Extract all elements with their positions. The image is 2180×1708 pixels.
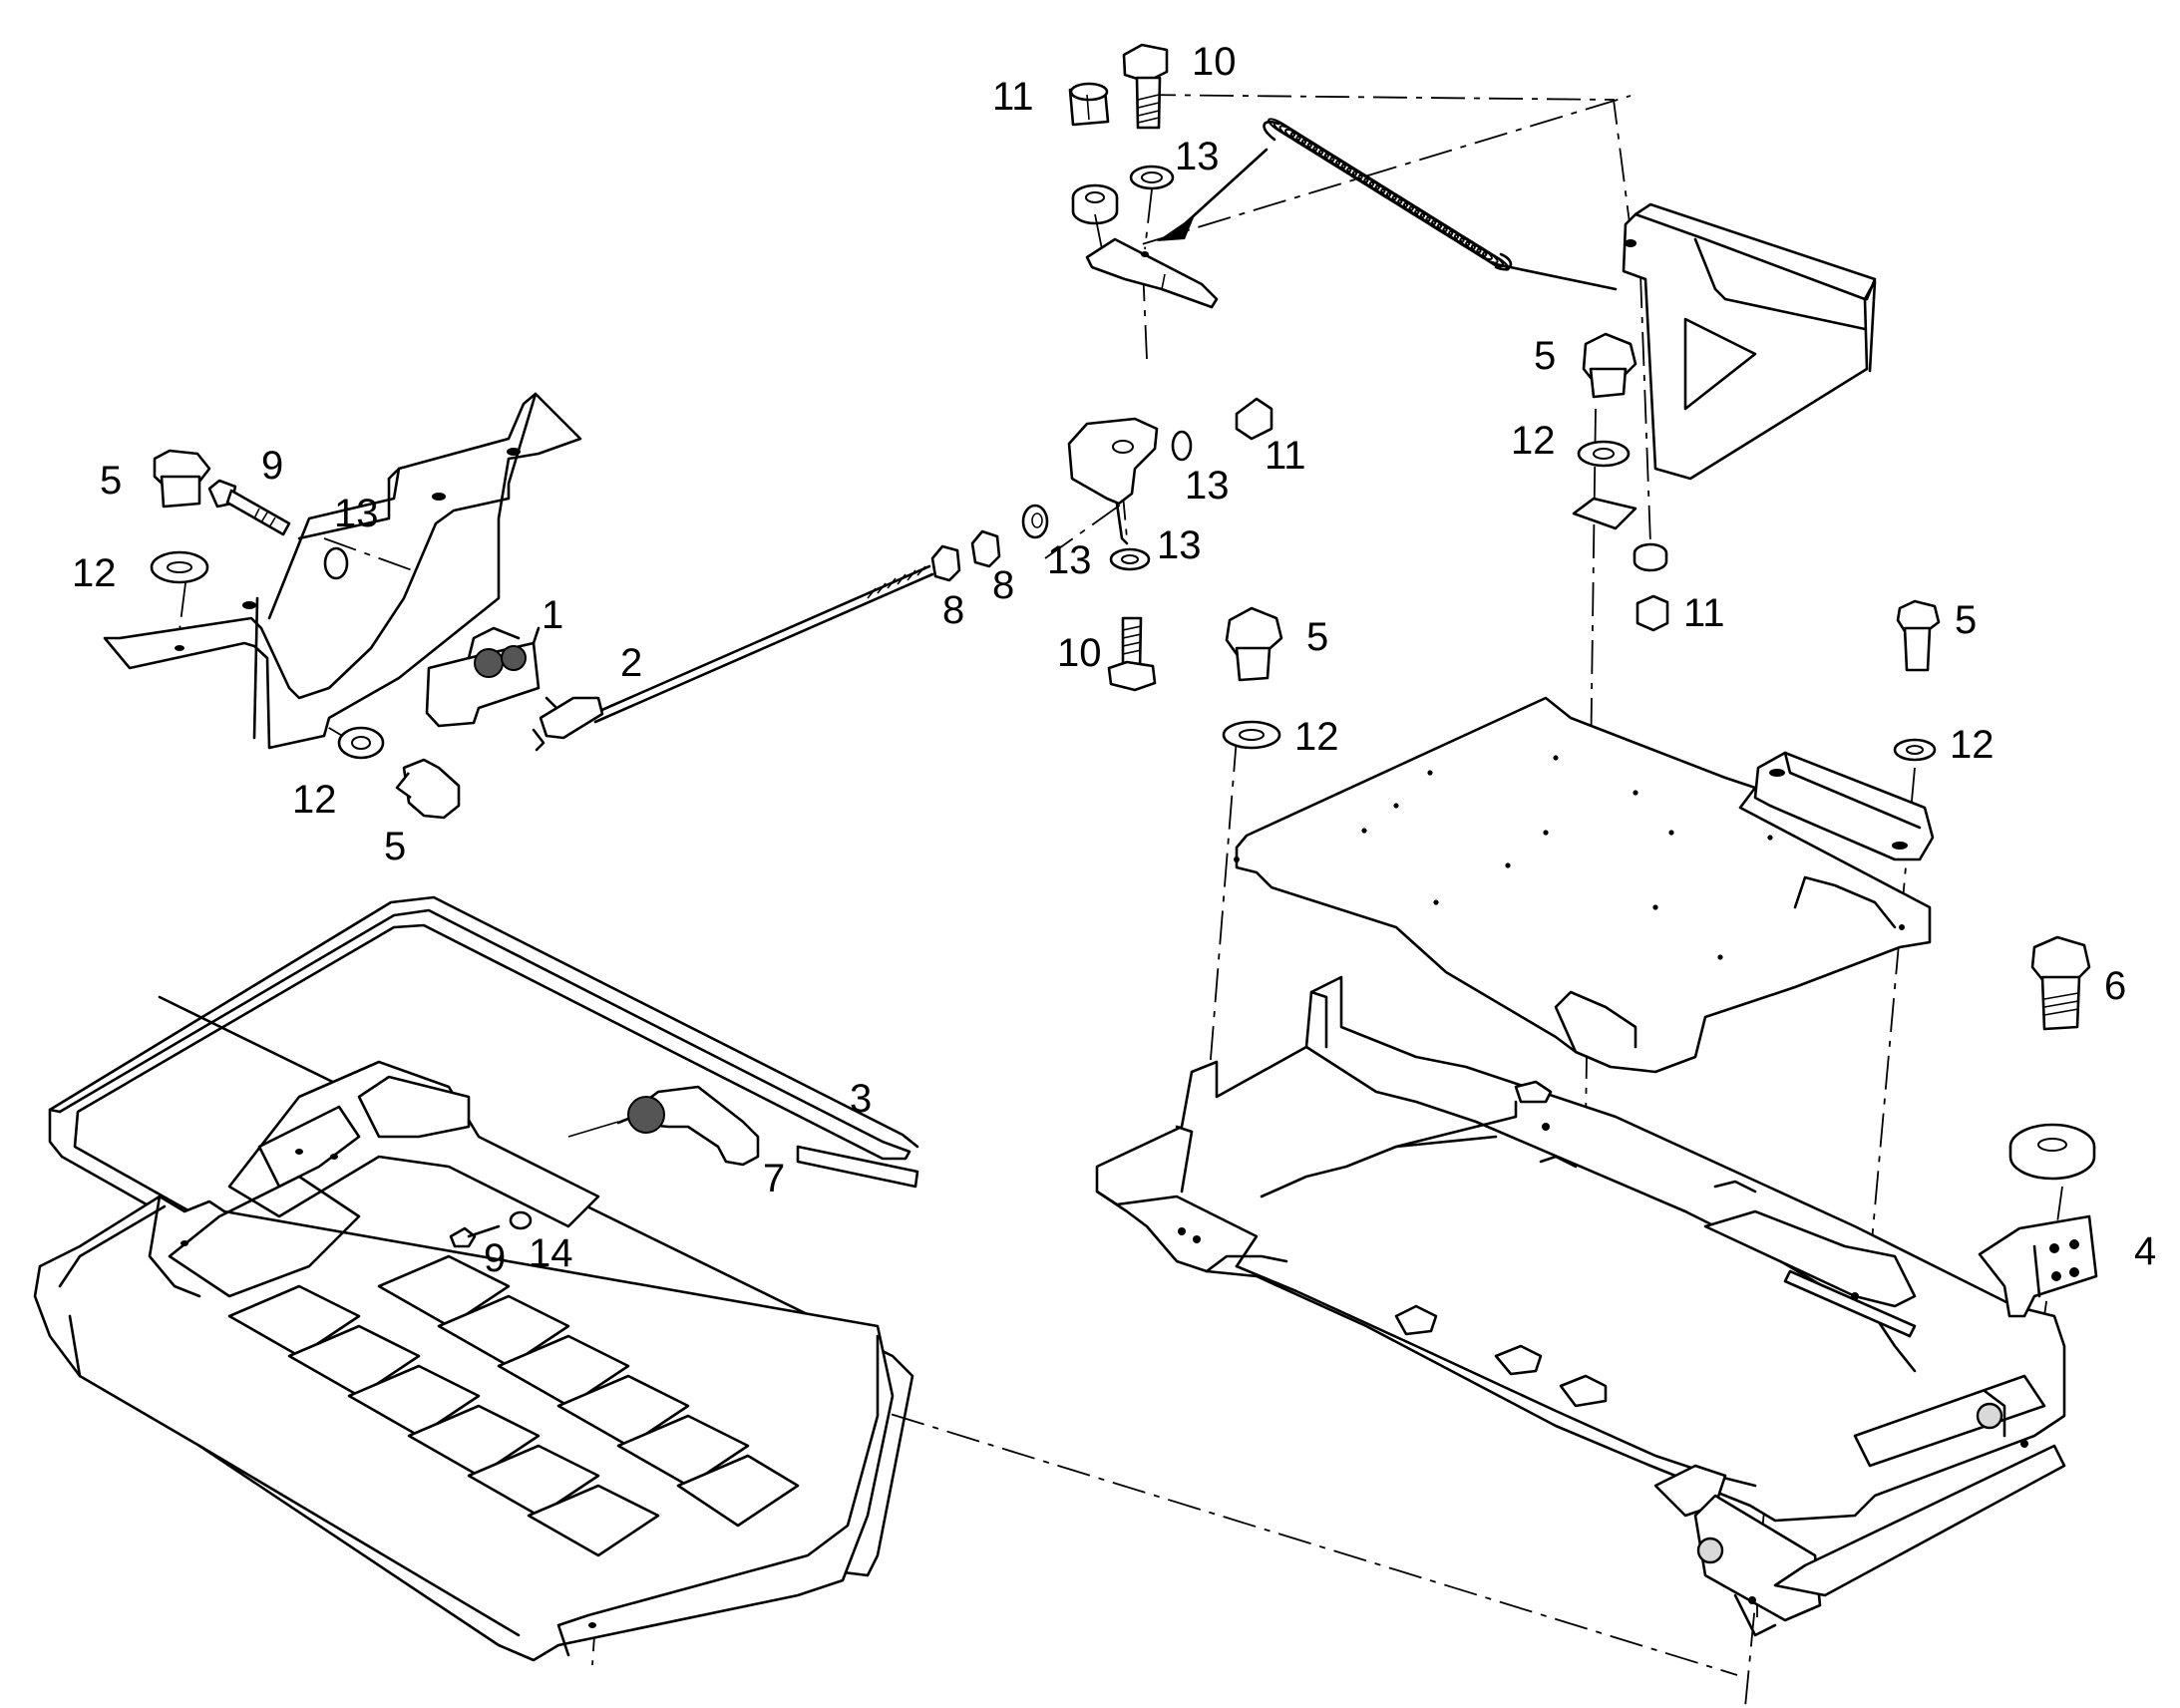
washer-13-top (1129, 165, 1175, 190)
label-5c: 5 (1534, 334, 1556, 378)
nut-11-top (1068, 82, 1110, 127)
label-5b: 5 (384, 825, 406, 868)
washer-14 (509, 1210, 533, 1230)
release-handle (567, 1085, 760, 1167)
seat-frame (1095, 975, 2066, 1637)
label-12d: 12 (1294, 715, 1339, 759)
threaded-rod (545, 564, 934, 724)
label-5e: 5 (1955, 598, 1977, 642)
label-8a: 8 (942, 588, 964, 632)
label-8b: 8 (992, 563, 1014, 607)
label-11b: 11 (1265, 434, 1306, 478)
label-12e: 12 (1950, 723, 1995, 767)
seal-strip (796, 1145, 919, 1189)
washer-13-left (323, 546, 349, 580)
bolt-5-left-top (153, 449, 211, 509)
label-11a: 11 (992, 75, 1034, 119)
label-6: 6 (2104, 964, 2126, 1008)
label-14: 14 (529, 1231, 573, 1275)
washer-11-right (1633, 542, 1668, 572)
washer-12-left-bottom (337, 726, 385, 760)
label-9a: 9 (261, 444, 283, 488)
handle-clip (532, 696, 604, 752)
label-2: 2 (620, 641, 642, 685)
bolt-9-left (207, 479, 291, 536)
hinge-bracket (1978, 1214, 2098, 1318)
label-13c: 13 (1185, 464, 1230, 508)
bolt-10-lower (1107, 616, 1157, 692)
washer-13-lower (1109, 547, 1151, 571)
seat-base-plate (1234, 696, 1932, 1074)
rail-bracket (1753, 751, 1935, 861)
bolt-10-top (1122, 43, 1169, 130)
washer-top-left (1071, 183, 1119, 225)
label-10b: 10 (1057, 631, 1102, 675)
label-1: 1 (542, 593, 563, 637)
plate-holes (1234, 755, 1905, 960)
label-12c: 12 (1511, 419, 1556, 463)
clevis-block (1067, 417, 1159, 545)
label-5a: 5 (100, 459, 122, 503)
bolt-5-right (1896, 599, 1941, 672)
bolt-5-right-top (1582, 332, 1637, 399)
washer-12-left-top (150, 550, 209, 584)
bolt-6 (2030, 935, 2091, 1031)
label-12b: 12 (292, 778, 337, 822)
label-13a: 13 (1175, 135, 1220, 178)
upper-right-bracket (1622, 202, 1877, 481)
pivot-arm (1085, 237, 1219, 309)
label-12a: 12 (72, 551, 117, 595)
bolt-5-left-bottom (395, 758, 461, 820)
left-mounting-bracket (103, 392, 582, 750)
washer-12-right-top (1577, 440, 1631, 468)
bolt-5-mid (1225, 606, 1283, 682)
seat-tray (33, 1060, 895, 1662)
nut-8a (930, 544, 961, 582)
nut-11-right (1235, 397, 1273, 441)
nut-11-right-lower (1635, 594, 1669, 632)
callout-labels: 1 2 3 4 5 5 5 5 5 6 7 8 8 9 9 10 10 11 1… (72, 40, 2156, 1280)
label-3: 3 (850, 1077, 872, 1121)
washer-13-mid (1021, 504, 1049, 539)
label-4: 4 (2134, 1229, 2156, 1273)
washer-12-right (1893, 738, 1937, 762)
tension-spring (1157, 118, 1685, 307)
nut-8b (970, 529, 1001, 568)
washer-13-right (1171, 430, 1193, 462)
label-5d: 5 (1306, 615, 1328, 659)
label-13e: 13 (1157, 523, 1202, 567)
label-10a: 10 (1192, 40, 1237, 84)
washer-large (2008, 1123, 2096, 1181)
washer-12-mid (1222, 720, 1281, 750)
label-7: 7 (763, 1157, 785, 1200)
label-9b: 9 (484, 1236, 506, 1280)
label-13d: 13 (1047, 538, 1092, 582)
spacer-plate (1572, 497, 1637, 530)
label-11c: 11 (1683, 591, 1725, 635)
label-13b: 13 (334, 492, 379, 535)
screw-9-tray (449, 1224, 501, 1248)
latch-assembly (425, 626, 541, 728)
